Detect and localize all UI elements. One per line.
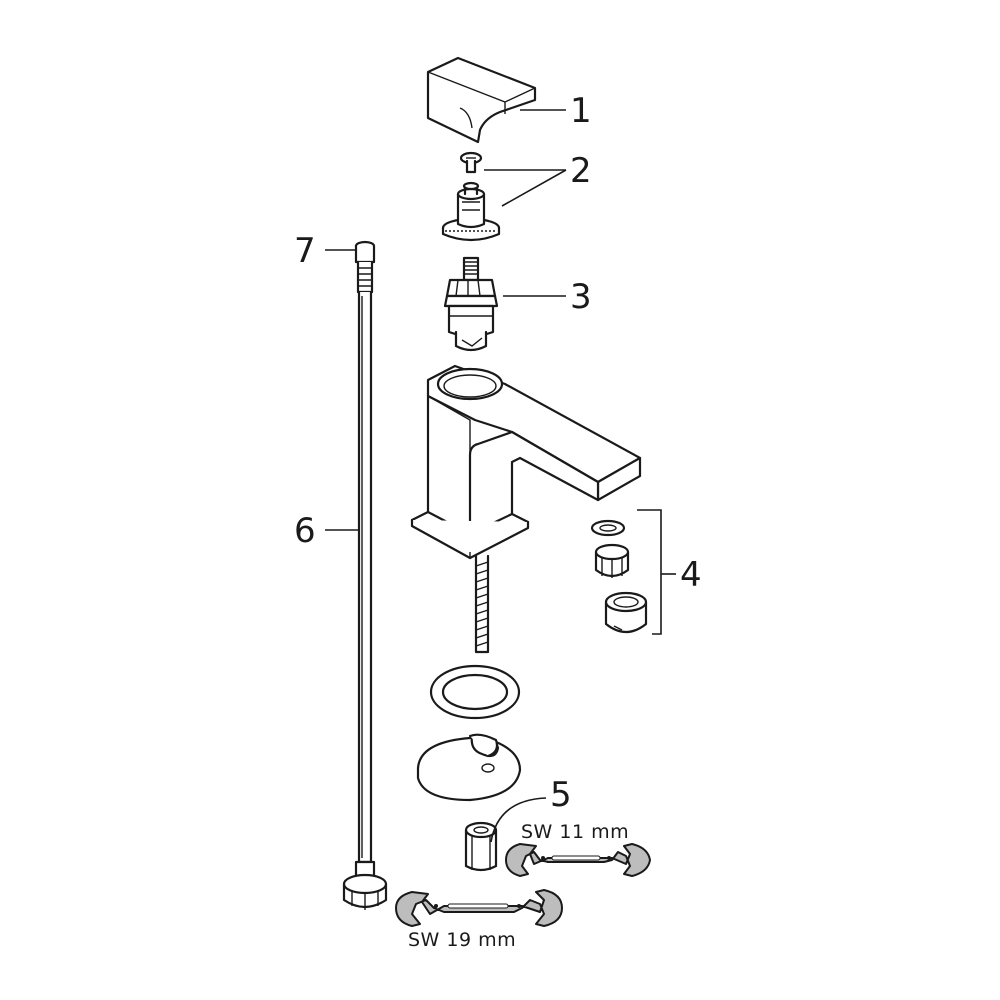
part-4-aerator-set — [590, 509, 676, 635]
leader-lines — [325, 109, 567, 843]
part-1-lever-handle — [426, 56, 537, 144]
wrench-sw-11 — [505, 843, 651, 877]
callout-4: 4 — [680, 555, 702, 595]
wrench-label-sw-11: SW 11 mm — [521, 821, 629, 843]
part-3-cartridge — [443, 256, 499, 352]
part-6-7-supply-hose — [342, 240, 388, 910]
callout-6: 6 — [294, 511, 316, 551]
wrench-sw-19 — [395, 889, 563, 927]
part-2-screw-and-adapter — [441, 151, 501, 242]
faucet-body — [410, 364, 642, 654]
callout-3: 3 — [570, 277, 592, 317]
wrench-label-sw-19: SW 19 mm — [408, 929, 516, 951]
callout-1: 1 — [570, 91, 592, 131]
callout-7: 7 — [294, 231, 316, 271]
callout-5: 5 — [550, 775, 572, 815]
part-5-mounting-set — [416, 664, 522, 872]
callout-2: 2 — [570, 151, 592, 191]
